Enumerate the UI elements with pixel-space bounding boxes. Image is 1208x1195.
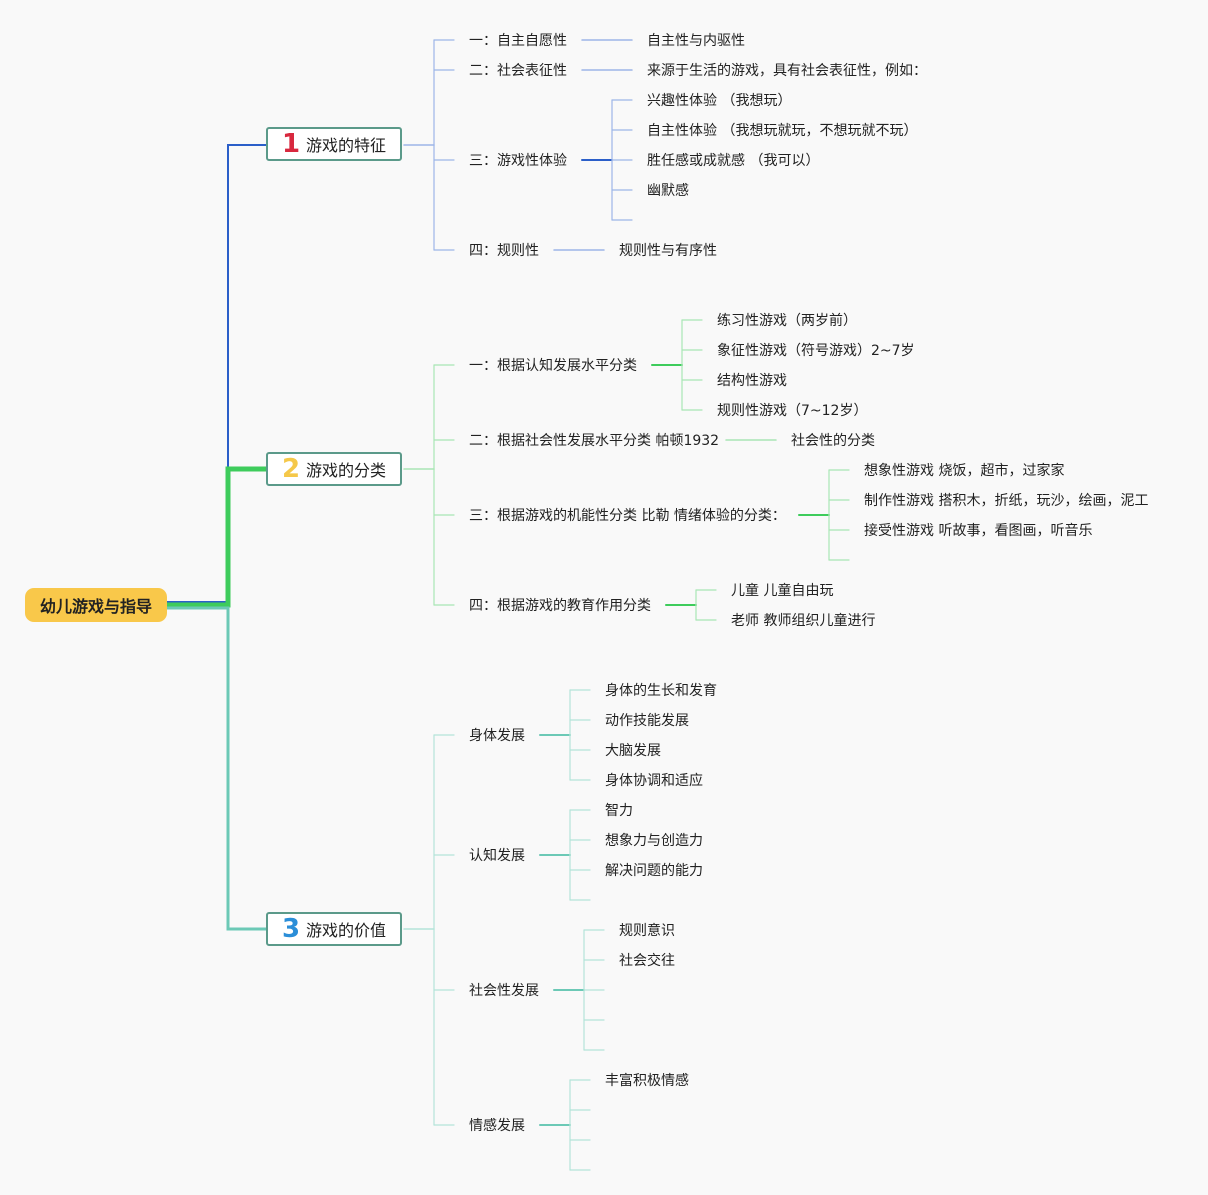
leaf-node[interactable]: 幽默感	[647, 183, 689, 199]
leaf-node[interactable]: 儿童 儿童自由玩	[731, 583, 834, 599]
number-2-icon: 2	[281, 454, 301, 484]
leaf-node[interactable]: 接受性游戏 听故事，看图画，听音乐	[864, 523, 1093, 539]
leaf-node[interactable]: 规则性游戏（7~12岁）	[717, 403, 868, 419]
category-node-value[interactable]: 3 游戏的价值	[266, 912, 402, 946]
leaf-node[interactable]: 自主性与内驱性	[647, 33, 745, 49]
leaf-node[interactable]: 动作技能发展	[605, 713, 689, 729]
leaf-node[interactable]: 规则性与有序性	[619, 243, 717, 259]
leaf-node[interactable]: 想象力与创造力	[605, 833, 703, 849]
root-node[interactable]: 幼儿游戏与指导	[25, 588, 167, 622]
category-label: 游戏的分类	[306, 461, 387, 480]
item-node[interactable]: 三：根据游戏的机能性分类 比勒 情绪体验的分类：	[469, 508, 786, 524]
root-label: 幼儿游戏与指导	[39, 597, 152, 616]
leaf-node[interactable]: 丰富积极情感	[605, 1073, 689, 1089]
leaf-node[interactable]: 规则意识	[619, 923, 675, 939]
category-node-features[interactable]: 1 游戏的特征	[266, 127, 402, 161]
leaf-node[interactable]: 结构性游戏	[717, 373, 787, 389]
leaf-node[interactable]: 练习性游戏（两岁前）	[717, 313, 857, 329]
item-node[interactable]: 社会性发展	[469, 983, 539, 999]
leaf-node[interactable]: 象征性游戏（符号游戏）2~7岁	[717, 343, 915, 359]
leaf-node[interactable]: 解决问题的能力	[605, 863, 703, 879]
leaf-node[interactable]: 来源于生活的游戏，具有社会表征性，例如：	[647, 63, 927, 79]
leaf-node[interactable]: 制作性游戏 搭积木，折纸，玩沙，绘画，泥工	[864, 493, 1149, 509]
category-label: 游戏的价值	[306, 921, 387, 940]
item-node[interactable]: 情感发展	[469, 1118, 525, 1134]
item-node[interactable]: 认知发展	[469, 848, 525, 864]
leaf-node[interactable]: 智力	[605, 803, 633, 819]
leaf-node[interactable]: 社会交往	[619, 953, 675, 969]
leaf-node[interactable]: 身体协调和适应	[605, 773, 703, 789]
leaf-node[interactable]: 社会性的分类	[791, 433, 875, 449]
item-node[interactable]: 一：根据认知发展水平分类	[469, 358, 637, 374]
item-node[interactable]: 一：自主自愿性	[469, 33, 567, 49]
leaf-node[interactable]: 大脑发展	[605, 743, 661, 759]
number-3-icon: 3	[281, 914, 301, 944]
item-node[interactable]: 二：根据社会性发展水平分类 帕顿1932	[469, 433, 720, 449]
number-1-icon: 1	[281, 129, 301, 159]
item-node[interactable]: 二：社会表征性	[469, 63, 567, 79]
item-node[interactable]: 四：根据游戏的教育作用分类	[469, 598, 651, 614]
trunk-to-cat3	[167, 606, 266, 931]
leaf-node[interactable]: 老师 教师组织儿童进行	[731, 613, 876, 629]
item-node[interactable]: 四：规则性	[469, 243, 539, 259]
leaf-node[interactable]: 想象性游戏 烧饭，超市，过家家	[864, 463, 1065, 479]
item-node[interactable]: 三：游戏性体验	[469, 153, 567, 169]
leaf-node[interactable]: 自主性体验 （我想玩就玩，不想玩就不玩）	[647, 123, 918, 139]
trunk-to-cat2	[167, 466, 266, 608]
item-node[interactable]: 身体发展	[469, 728, 525, 744]
leaf-node[interactable]: 胜任感或成就感 （我可以）	[647, 153, 820, 169]
leaf-node[interactable]: 身体的生长和发育	[605, 683, 717, 699]
category-node-classification[interactable]: 2 游戏的分类	[266, 452, 402, 486]
trunk-to-cat1	[167, 144, 266, 603]
leaf-node[interactable]: 兴趣性体验 （我想玩）	[647, 93, 792, 109]
category-label: 游戏的特征	[306, 136, 387, 155]
